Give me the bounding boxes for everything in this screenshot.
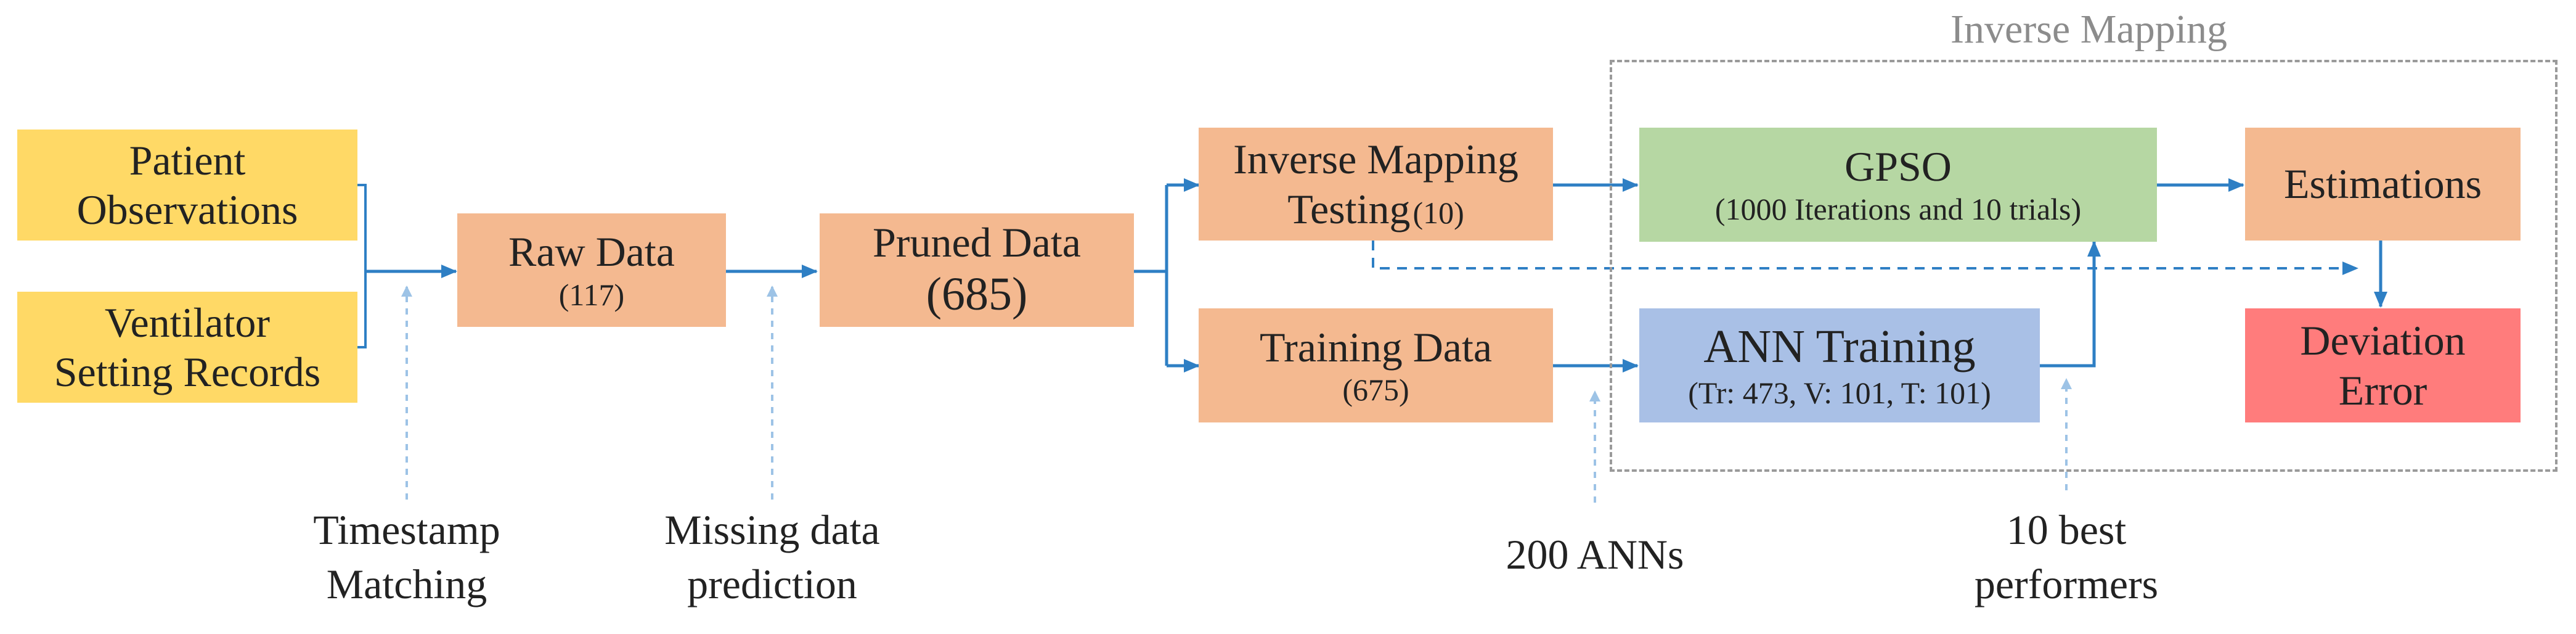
inverse-mapping-title: Inverse Mapping bbox=[1950, 7, 2228, 52]
patient-observations-line2: Observations bbox=[76, 186, 298, 233]
training-data-title: Training Data bbox=[1259, 323, 1493, 371]
pruned-data-count: (685) bbox=[926, 268, 1028, 321]
training-data-box: Training Data (675) bbox=[1199, 308, 1553, 422]
inverse-mapping-frame bbox=[1610, 60, 2558, 472]
training-data-count: (675) bbox=[1342, 373, 1409, 408]
deviation-error-box: Deviation Error bbox=[2245, 308, 2521, 422]
missing-data-note: Missing data prediction bbox=[637, 503, 908, 612]
raw-data-box: Raw Data (117) bbox=[457, 213, 726, 327]
anns-note: 200 ANNs bbox=[1472, 527, 1718, 582]
raw-data-count: (117) bbox=[558, 277, 625, 312]
ann-training-detail: (Tr: 473, V: 101, T: 101) bbox=[1688, 375, 1991, 410]
patient-observations-line1: Patient bbox=[129, 136, 246, 184]
ann-training-box: ANN Training (Tr: 473, V: 101, T: 101) bbox=[1639, 308, 2040, 422]
inverse-mapping-testing-line2: Testing bbox=[1287, 185, 1411, 233]
inverse-mapping-testing-count: (10) bbox=[1412, 195, 1464, 230]
estimations-title: Estimations bbox=[2283, 160, 2482, 208]
ventilator-settings-line1: Ventilator bbox=[104, 298, 271, 346]
inverse-mapping-testing-line2-wrap: Testing (10) bbox=[1287, 184, 1464, 234]
inverse-mapping-testing-box: Inverse Mapping Testing (10) bbox=[1199, 128, 1553, 241]
gpso-detail: (1000 Iterations and 10 trials) bbox=[1714, 192, 2082, 227]
anns-line1: 200 ANNs bbox=[1506, 531, 1684, 578]
dashed-testing-to-error bbox=[1372, 241, 2358, 275]
raw-data-title: Raw Data bbox=[508, 228, 675, 276]
best-performers-line2: performers bbox=[1974, 561, 2159, 608]
best-performers-note: 10 best performers bbox=[1931, 503, 2202, 612]
timestamp-matching-line1: Timestamp bbox=[313, 506, 500, 553]
ann-training-title: ANN Training bbox=[1703, 321, 1976, 373]
deviation-error-line2: Error bbox=[2338, 366, 2427, 414]
arrow-ann-to-gpso bbox=[2040, 241, 2101, 368]
estimations-box: Estimations bbox=[2245, 128, 2521, 241]
missing-data-line2: prediction bbox=[687, 561, 857, 608]
timestamp-matching-note: Timestamp Matching bbox=[283, 503, 530, 612]
gpso-box: GPSO (1000 Iterations and 10 trials) bbox=[1639, 128, 2157, 242]
missing-data-line1: Missing data bbox=[664, 506, 880, 553]
ventilator-settings-line2: Setting Records bbox=[54, 348, 321, 395]
patient-observations-box: Patient Observations bbox=[17, 130, 357, 241]
ventilator-settings-box: Ventilator Setting Records bbox=[17, 292, 357, 403]
best-performers-line1: 10 best bbox=[2006, 506, 2127, 553]
timestamp-matching-line2: Matching bbox=[326, 561, 487, 608]
merge-bracket bbox=[357, 184, 367, 348]
deviation-error-line1: Deviation bbox=[2300, 317, 2466, 364]
pruned-data-title: Pruned Data bbox=[872, 219, 1081, 266]
inverse-mapping-testing-line1: Inverse Mapping bbox=[1233, 136, 1518, 183]
gpso-title: GPSO bbox=[1844, 142, 1952, 190]
pruned-data-box: Pruned Data (685) bbox=[820, 213, 1134, 327]
